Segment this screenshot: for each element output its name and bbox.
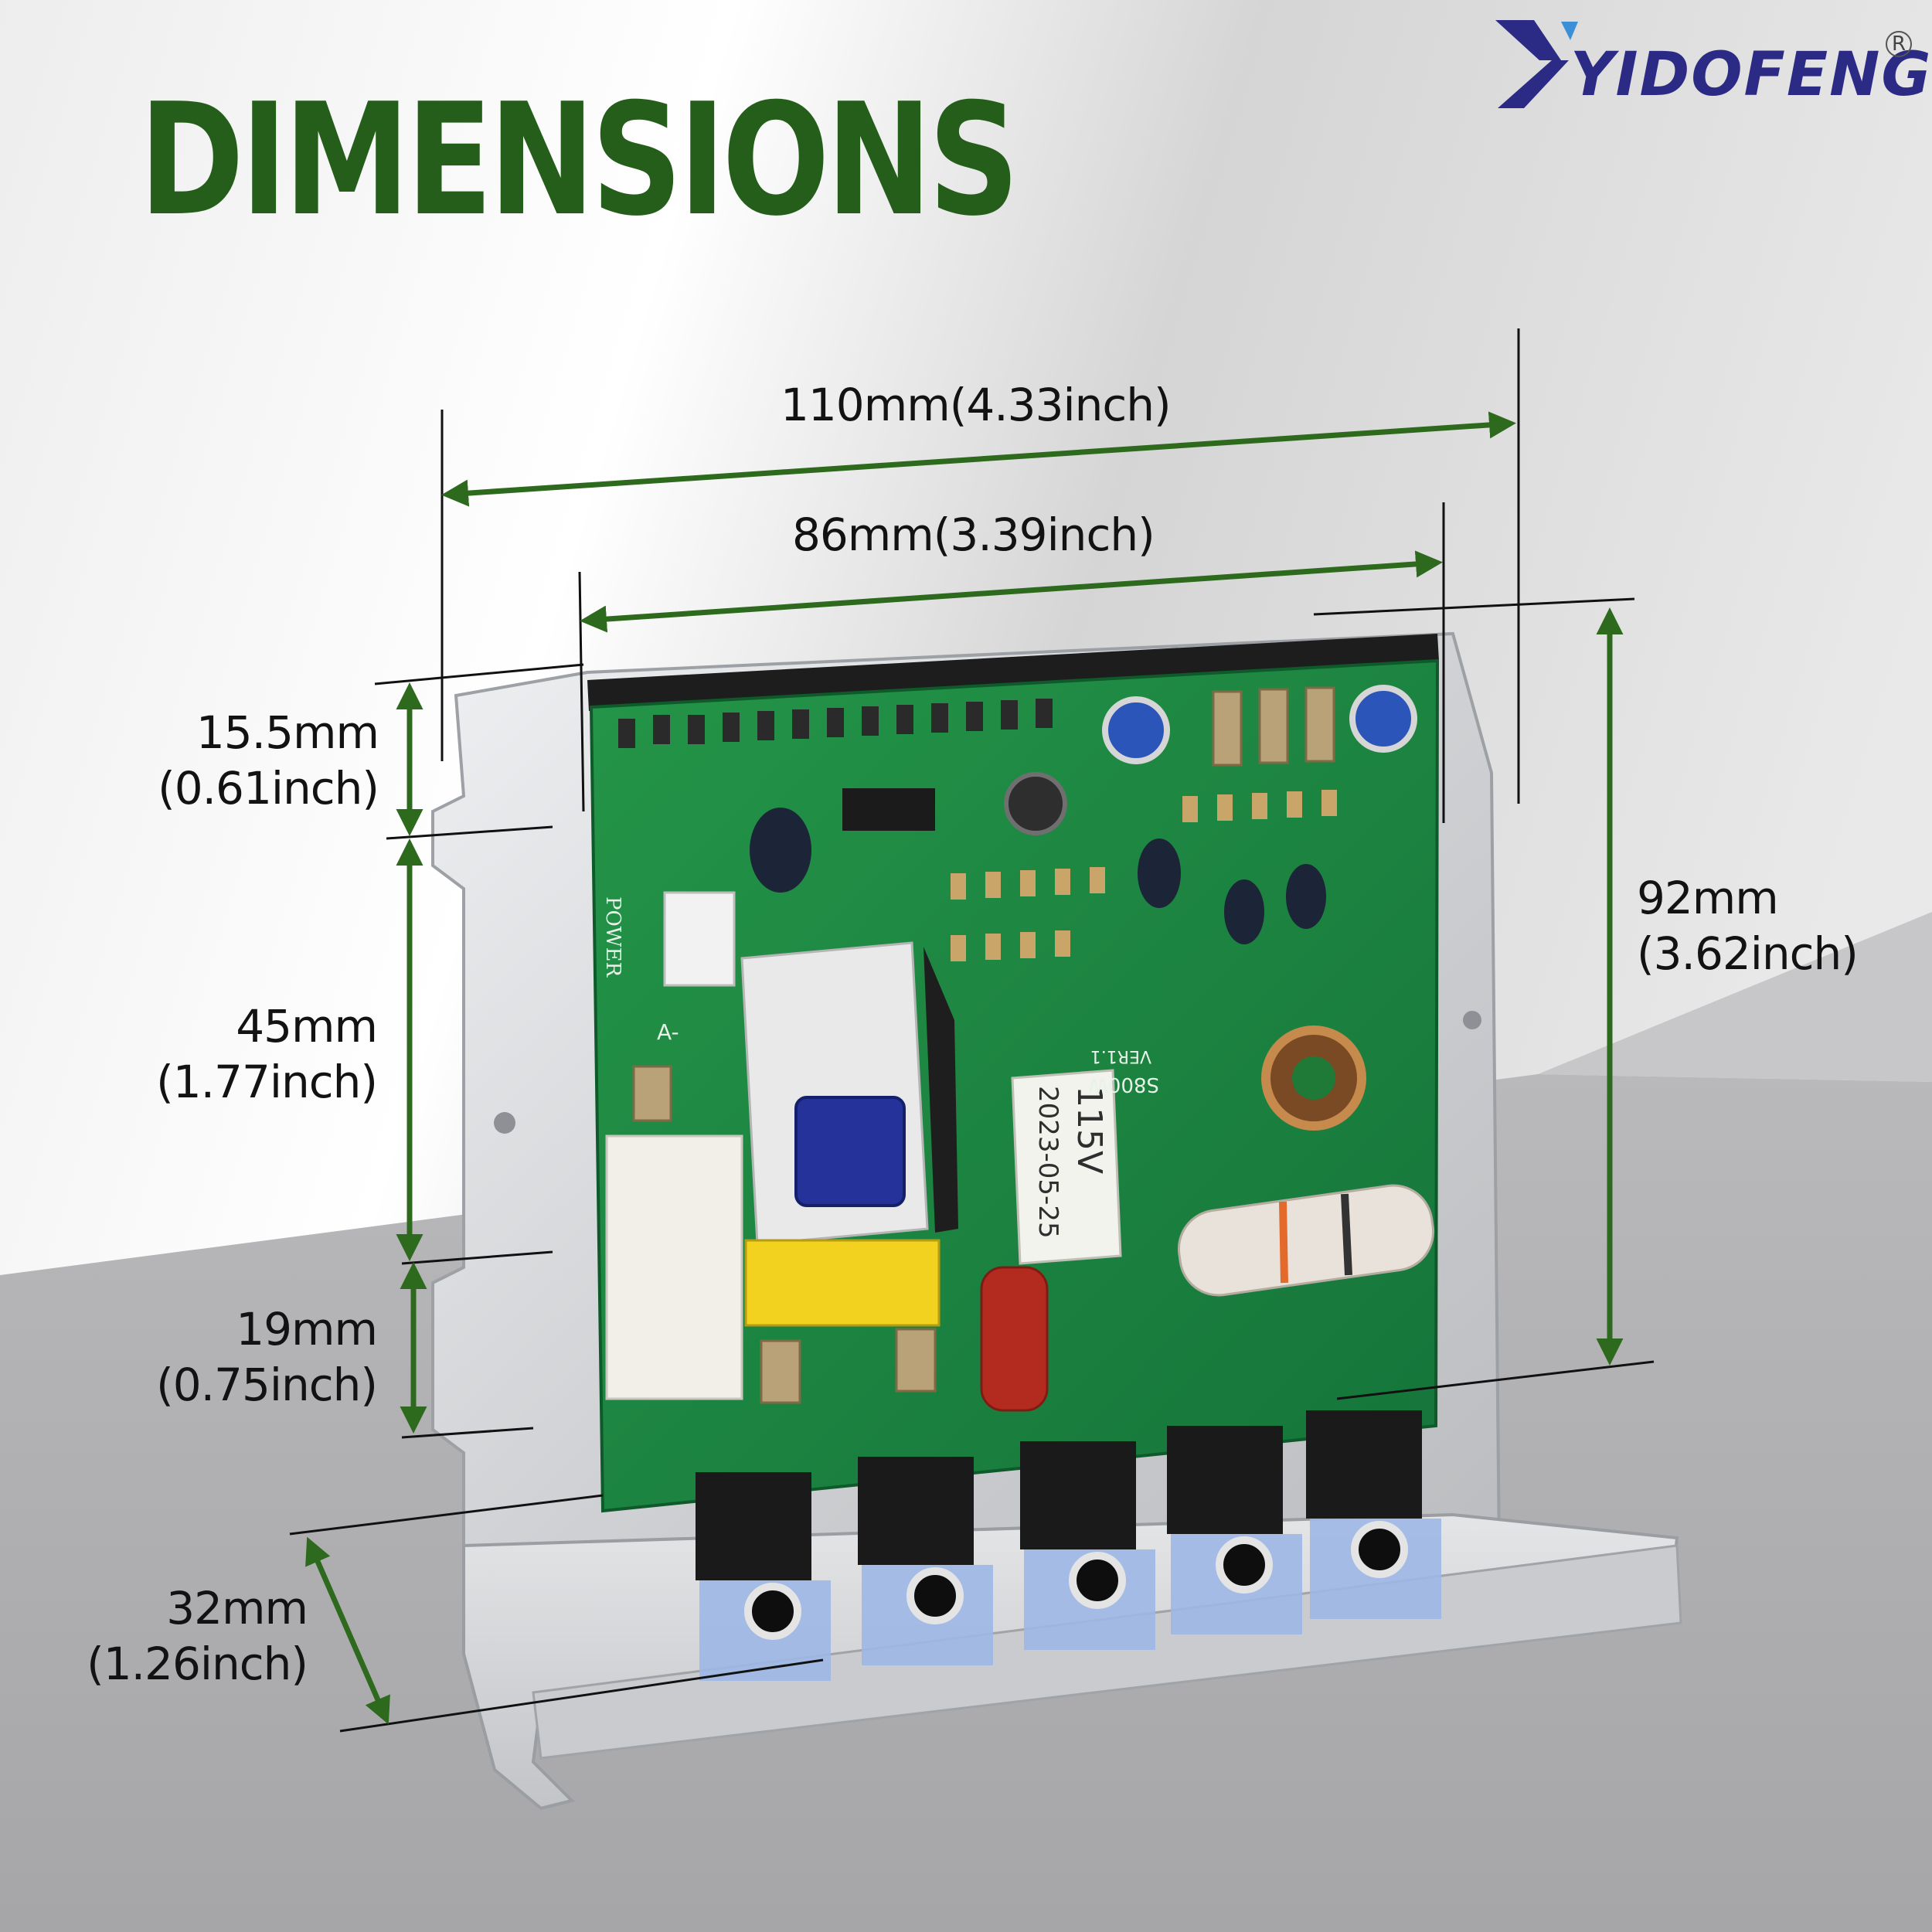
power-resistor xyxy=(1177,1184,1435,1297)
film-capacitor xyxy=(980,1266,1049,1412)
label-top-offset-mm: 15.5mm xyxy=(196,706,379,759)
arrow-base-depth xyxy=(305,1536,390,1725)
mosfet-row xyxy=(696,1410,1441,1681)
brand-logo: YIDOFENG R xyxy=(1492,14,1930,122)
date-label: 2023-05-25 xyxy=(1032,1086,1063,1239)
label-slot-spacing: 45mm (1.77inch) xyxy=(156,998,378,1110)
arrow-board-width xyxy=(580,550,1443,633)
label-height-inch: (3.62inch) xyxy=(1637,927,1859,980)
insulator-strip xyxy=(587,634,1439,711)
label-top-offset-inch: (0.61inch) xyxy=(158,762,379,815)
page-title: DIMENSIONS xyxy=(139,70,1019,250)
label-top-offset: 15.5mm (0.61inch) xyxy=(158,705,379,816)
label-height: 92mm (3.62inch) xyxy=(1637,870,1859,981)
label-board-width: 86mm(3.39inch) xyxy=(792,509,1155,561)
label-overall-width: 110mm(4.33inch) xyxy=(781,379,1172,431)
version-silkscreen: VER1.1 xyxy=(1090,1046,1151,1066)
brand-name: YIDOFENG xyxy=(1570,40,1932,110)
power-silkscreen: POWER xyxy=(601,896,624,978)
label-bottom-offset-inch: (0.75inch) xyxy=(156,1359,378,1411)
brand-mark-icon xyxy=(1495,20,1578,108)
ceramic-resistor xyxy=(605,1134,743,1400)
connector-silkscreen: A- xyxy=(657,1019,679,1045)
model-silkscreen: S800W xyxy=(1088,1073,1159,1096)
circuit-board: 115V 2023-05-25 POWER S800W VER1.1 A- xyxy=(589,658,1440,1513)
rating-sticker xyxy=(1011,1069,1122,1265)
registered-mark: R xyxy=(1886,31,1912,57)
voltage-label: 115V xyxy=(1070,1086,1109,1174)
power-connector xyxy=(663,891,736,987)
transformer xyxy=(794,1096,906,1207)
label-base-depth: 32mm (1.26inch) xyxy=(87,1580,308,1692)
arrow-overall-width xyxy=(441,411,1516,507)
label-bottom-offset: 19mm (0.75inch) xyxy=(156,1301,378,1413)
trimmer-pot-right xyxy=(1349,685,1417,753)
label-base-depth-inch: (1.26inch) xyxy=(87,1638,308,1690)
label-slot-spacing-inch: (1.77inch) xyxy=(156,1056,378,1108)
trimmer-pot-left xyxy=(1102,696,1170,764)
mount-post xyxy=(1004,772,1067,835)
label-bottom-offset-mm: 19mm xyxy=(236,1303,378,1355)
label-base-depth-mm: 32mm xyxy=(166,1582,308,1634)
x-capacitor xyxy=(744,1239,940,1327)
label-slot-spacing-mm: 45mm xyxy=(236,1000,378,1053)
label-height-mm: 92mm xyxy=(1637,872,1779,924)
ic-chip xyxy=(842,788,935,831)
